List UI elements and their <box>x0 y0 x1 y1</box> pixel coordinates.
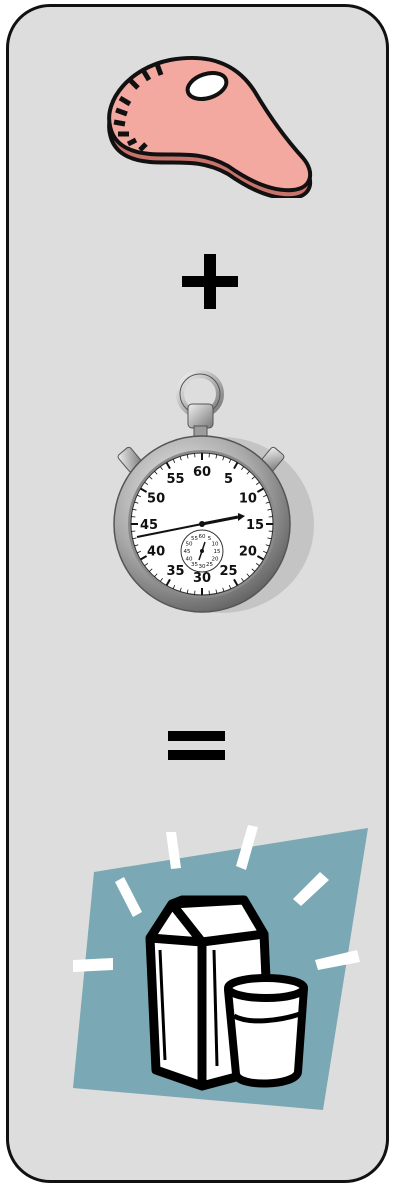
subdial-label: 50 <box>186 542 193 548</box>
plus-operator: + <box>0 248 398 318</box>
equals-operator: = <box>0 722 398 772</box>
meat-steak-icon <box>0 48 398 198</box>
dial-label: 50 <box>147 492 165 507</box>
subdial-label: 40 <box>186 557 193 563</box>
subdial-label: 25 <box>206 562 213 568</box>
subdial-label: 55 <box>191 536 198 542</box>
dial-label: 10 <box>239 492 257 507</box>
dial-label: 60 <box>193 465 211 480</box>
dial-label: 35 <box>166 564 184 579</box>
milk-carton-glass-icon <box>0 820 398 1120</box>
dial-label: 55 <box>166 472 184 487</box>
dial-label: 30 <box>193 571 211 586</box>
dial-label: 45 <box>140 518 158 533</box>
subdial-label: 60 <box>199 534 206 540</box>
dial-label: 20 <box>239 545 257 560</box>
dial-label: 15 <box>246 518 264 533</box>
subdial-label: 30 <box>199 564 206 570</box>
dial-label: 5 <box>224 472 233 487</box>
dial-label: 25 <box>219 564 237 579</box>
dial-label: 40 <box>147 545 165 560</box>
subdial-label: 35 <box>191 562 198 568</box>
subdial-label: 45 <box>184 549 191 555</box>
subdial-label: 15 <box>214 549 221 555</box>
subdial-label: 10 <box>211 542 218 548</box>
